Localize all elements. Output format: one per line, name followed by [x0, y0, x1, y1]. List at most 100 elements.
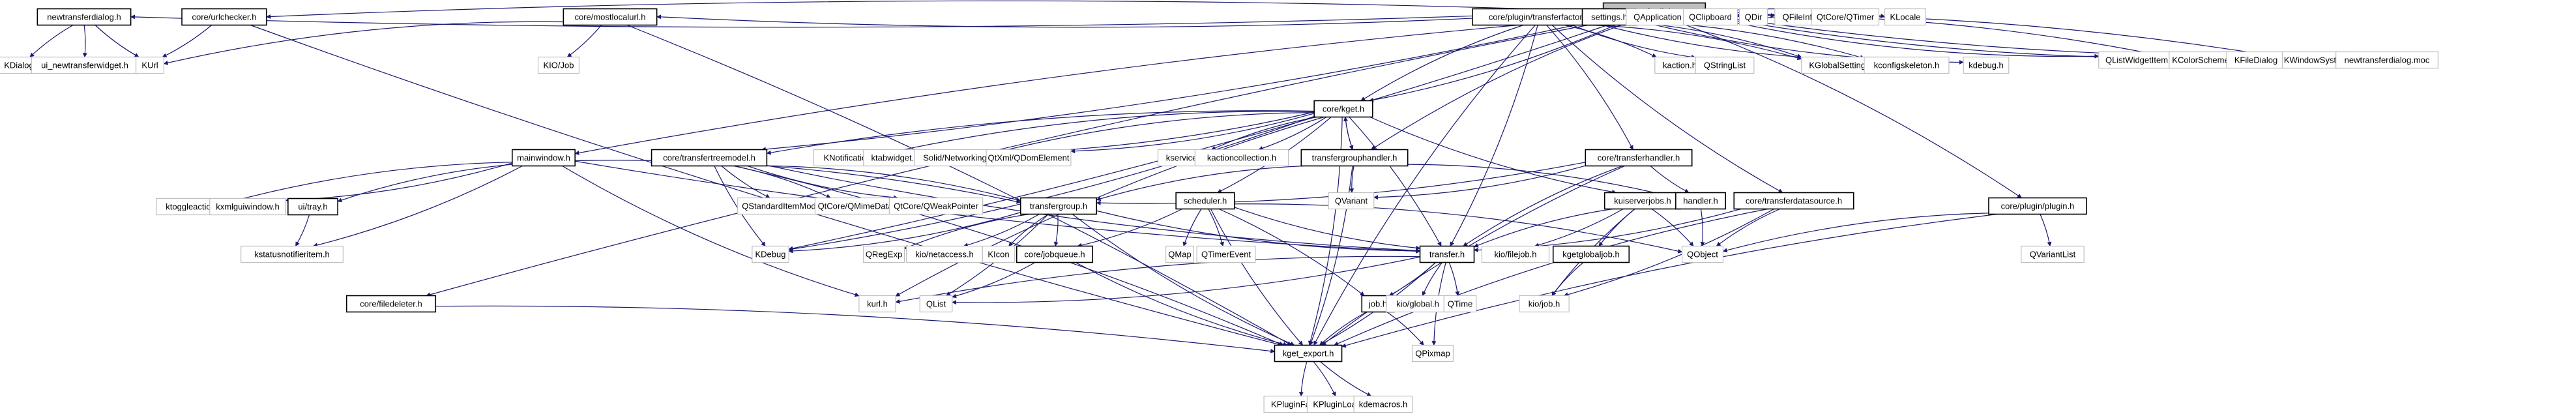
node-label: transfergroup.h	[1030, 201, 1087, 211]
graph-node-mostlocalurl[interactable]: core/mostlocalurl.h	[563, 8, 658, 26]
node-label: transfergrouphandler.h	[1312, 153, 1398, 163]
graph-node-scheduler[interactable]: scheduler.h	[1175, 192, 1235, 210]
graph-node-netaccess: kio/netaccess.h	[906, 245, 983, 263]
graph-node-filejob: kio/filejob.h	[1481, 245, 1550, 263]
graph-node-transfertreemodel[interactable]: core/transfertreemodel.h	[651, 149, 768, 167]
graph-node-qvariant: QVariant	[1328, 192, 1375, 210]
node-label: kstatusnotifieritem.h	[254, 250, 330, 259]
edge-kget_export-to-KPluginLoader	[1313, 361, 1336, 397]
node-label: core/plugin/transferfactory.h	[1489, 12, 1593, 22]
edge-scheduler-to-job	[1218, 208, 1365, 296]
edge-transferdatasource-to-kiojob	[1563, 208, 1774, 297]
node-box	[1328, 192, 1375, 210]
edge-kget_export-to-KPluginFactory	[1298, 361, 1308, 397]
node-label: newtransferdialog.h	[47, 12, 121, 22]
graph-node-transferhandler[interactable]: core/transferhandler.h	[1585, 149, 1693, 167]
node-box	[1988, 197, 2087, 215]
edge-pluginh-to-kget_export	[1341, 213, 1998, 348]
node-box	[209, 198, 286, 216]
node-box	[1196, 245, 1256, 263]
edge-pluginh-to-QVariantList	[2040, 214, 2052, 247]
node-box	[986, 149, 1072, 167]
node-label: kconfigskeleton.h	[1874, 61, 1939, 70]
node-box	[37, 8, 132, 26]
edge-transfergroup-to-netaccess	[963, 213, 1040, 248]
edge-scheduler-to-transfer	[1234, 207, 1421, 250]
graph-node-transfergroup[interactable]: transfergroup.h	[1019, 197, 1098, 215]
node-box	[919, 295, 953, 313]
node-label: core/transferdatasource.h	[1746, 196, 1842, 206]
node-label: QApplication	[1633, 12, 1682, 22]
node-box	[1300, 149, 1409, 167]
graph-node-qstandarditemmodel: QStandardItemModel	[737, 197, 827, 215]
graph-node-qlistwidgetitem: QListWidgetItem	[2098, 51, 2175, 69]
node-label: handler.h	[1683, 196, 1718, 206]
edge-kuiserverjobs-to-transfer	[1473, 208, 1613, 248]
edge-transferdatasource-to-QObject	[1716, 208, 1780, 246]
graph-node-pluginh[interactable]: core/plugin/plugin.h	[1988, 197, 2087, 215]
node-box	[1884, 8, 1927, 26]
graph-node-kurl: KUrl	[136, 56, 165, 74]
graph-node-kuiserverjobs[interactable]: kuiserverjobs.h	[1603, 192, 1682, 210]
graph-node-mainwindow[interactable]: mainwindow.h	[511, 149, 576, 167]
graph-node-transferdatasource[interactable]: core/transferdatasource.h	[1733, 192, 1854, 210]
edge-kget_export-to-kdemacros	[1320, 361, 1372, 397]
node-label: scheduler.h	[1184, 196, 1227, 206]
graph-node-transfer[interactable]: transfer.h	[1419, 245, 1475, 263]
node-label: kdemacros.h	[1359, 400, 1407, 409]
graph-node-qdomelement: QtXml/QDomElement	[986, 149, 1072, 167]
node-box	[1194, 149, 1289, 167]
graph-node-handler[interactable]: handler.h	[1675, 192, 1726, 210]
node-label: ktoggleaction.h	[166, 202, 222, 212]
node-label: QPixmap	[1415, 349, 1450, 359]
node-box	[241, 245, 344, 263]
graph-node-kget-export[interactable]: kget_export.h	[1274, 344, 1343, 362]
graph-node-jobqueue[interactable]: core/jobqueue.h	[1016, 245, 1094, 263]
edge-transferfactory-to-transfer	[1450, 25, 1538, 247]
edge-jobqueue-to-kget_export	[1075, 261, 1288, 347]
edge-jobqueue-to-QList	[952, 261, 1036, 299]
node-box	[651, 149, 768, 167]
graph-node-qapplication: QApplication	[1626, 8, 1690, 26]
edge-transfergroup-to-kget_export	[1072, 214, 1295, 346]
graph-node-urlchecker[interactable]: core/urlchecker.h	[181, 8, 267, 26]
node-box	[1175, 192, 1235, 210]
edge-transfergroup-to-transfer	[1096, 210, 1421, 254]
edge-transfertreemodel-to-transfergroup	[767, 165, 1021, 202]
node-box	[1739, 8, 1768, 26]
node-box	[287, 198, 338, 216]
node-label: KDialog	[4, 61, 34, 70]
edge-kget-to-kurl	[895, 116, 1325, 297]
edge-kuiserverjobs-to-filejob	[1534, 208, 1624, 248]
edge-root-to-mostlocalurl	[656, 10, 1603, 28]
edge-root-to-QListWidgetItem	[1705, 16, 2100, 59]
node-label: KGlobalSettings	[1809, 61, 1870, 70]
graph-node-kxmlguiwindow: kxmlguiwindow.h	[209, 198, 286, 216]
edge-kget-to-kget_export	[1308, 117, 1343, 346]
edge-transfer-to-QList	[952, 256, 1420, 305]
node-box	[2021, 245, 2085, 263]
graph-node-kioglobal: kio/global.h	[1386, 295, 1450, 313]
graph-node-kget[interactable]: core/kget.h	[1313, 100, 1373, 118]
edge-transfergroup-to-KIcon	[1008, 213, 1049, 247]
edge-transferdatasource-to-kget_export	[1334, 208, 1768, 346]
edge-kget-to-QDomElement	[1070, 113, 1315, 154]
node-box	[1165, 245, 1194, 263]
graph-node-filedeleter[interactable]: core/filedeleter.h	[345, 295, 437, 313]
graph-node-tray[interactable]: ui/tray.h	[287, 198, 338, 216]
node-box	[511, 149, 576, 167]
edge-transfergroup-to-jobqueue	[1053, 214, 1059, 247]
graph-node-transfergrouphandler[interactable]: transfergrouphandler.h	[1300, 149, 1409, 167]
edge-transfertreemodel-to-QWeakPointer	[747, 165, 898, 200]
edge-transfer-to-QTime	[1448, 262, 1460, 297]
edge-kget-to-KNotification	[880, 111, 1315, 156]
graph-node-kdialog: KDialog	[0, 56, 40, 74]
graph-node-qclipboard: QClipboard	[1682, 8, 1738, 26]
node-label: KColorScheme	[2172, 55, 2229, 65]
edge-root-to-pluginh	[1670, 18, 2023, 198]
graph-node-newtransferdialog-h[interactable]: newtransferdialog.h	[37, 8, 132, 26]
graph-node-qmimedata: QtCore/QMimeData	[814, 197, 896, 215]
graph-node-kgetglobaljob[interactable]: kgetglobaljob.h	[1552, 245, 1630, 263]
node-box	[862, 245, 905, 263]
